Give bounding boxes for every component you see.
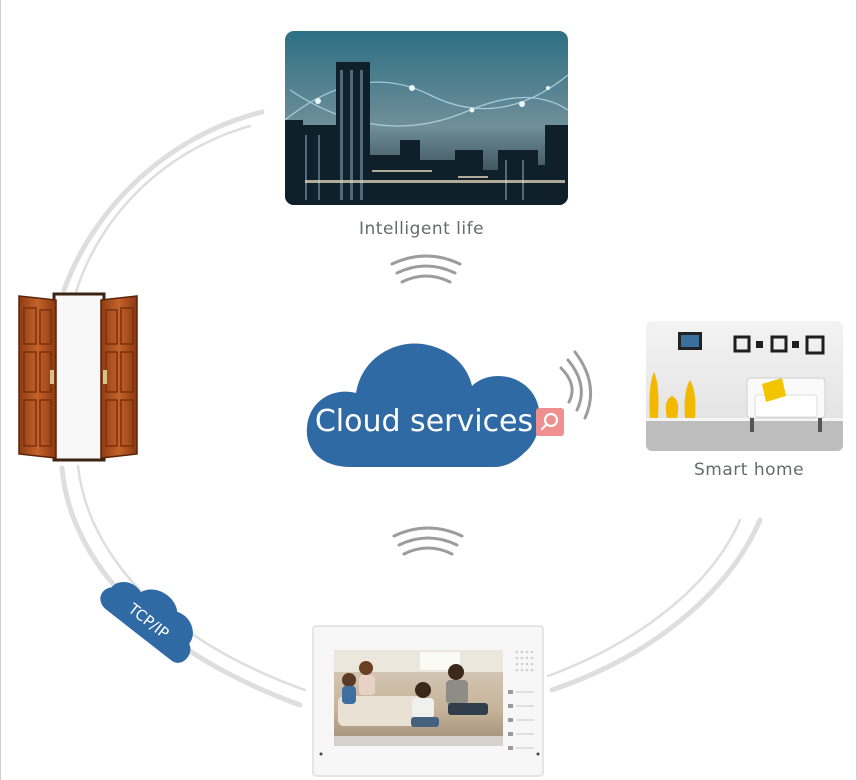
wifi-signal-right-icon [559, 350, 593, 420]
smart-home-label: Smart home [694, 460, 805, 480]
search-badge [536, 408, 564, 436]
monitor-buttons [516, 691, 534, 749]
wifi-signal-top-icon [390, 254, 462, 284]
search-icon [540, 412, 559, 431]
intelligent-life-label: Intelligent life [359, 219, 485, 239]
cloud-services-label: Cloud services [315, 404, 533, 439]
cloud-services-cloud [306, 343, 540, 467]
tcp-ip-cloud: TCP/IP [100, 581, 193, 663]
wifi-signal-bottom-icon [392, 526, 464, 556]
left-border [0, 0, 1, 780]
family-figures [342, 661, 488, 727]
open-door-image [18, 292, 139, 462]
city-skyline-image [285, 31, 568, 205]
living-room-image [646, 321, 843, 451]
armchair [746, 377, 826, 432]
video-intercom-monitor-image [312, 625, 544, 777]
